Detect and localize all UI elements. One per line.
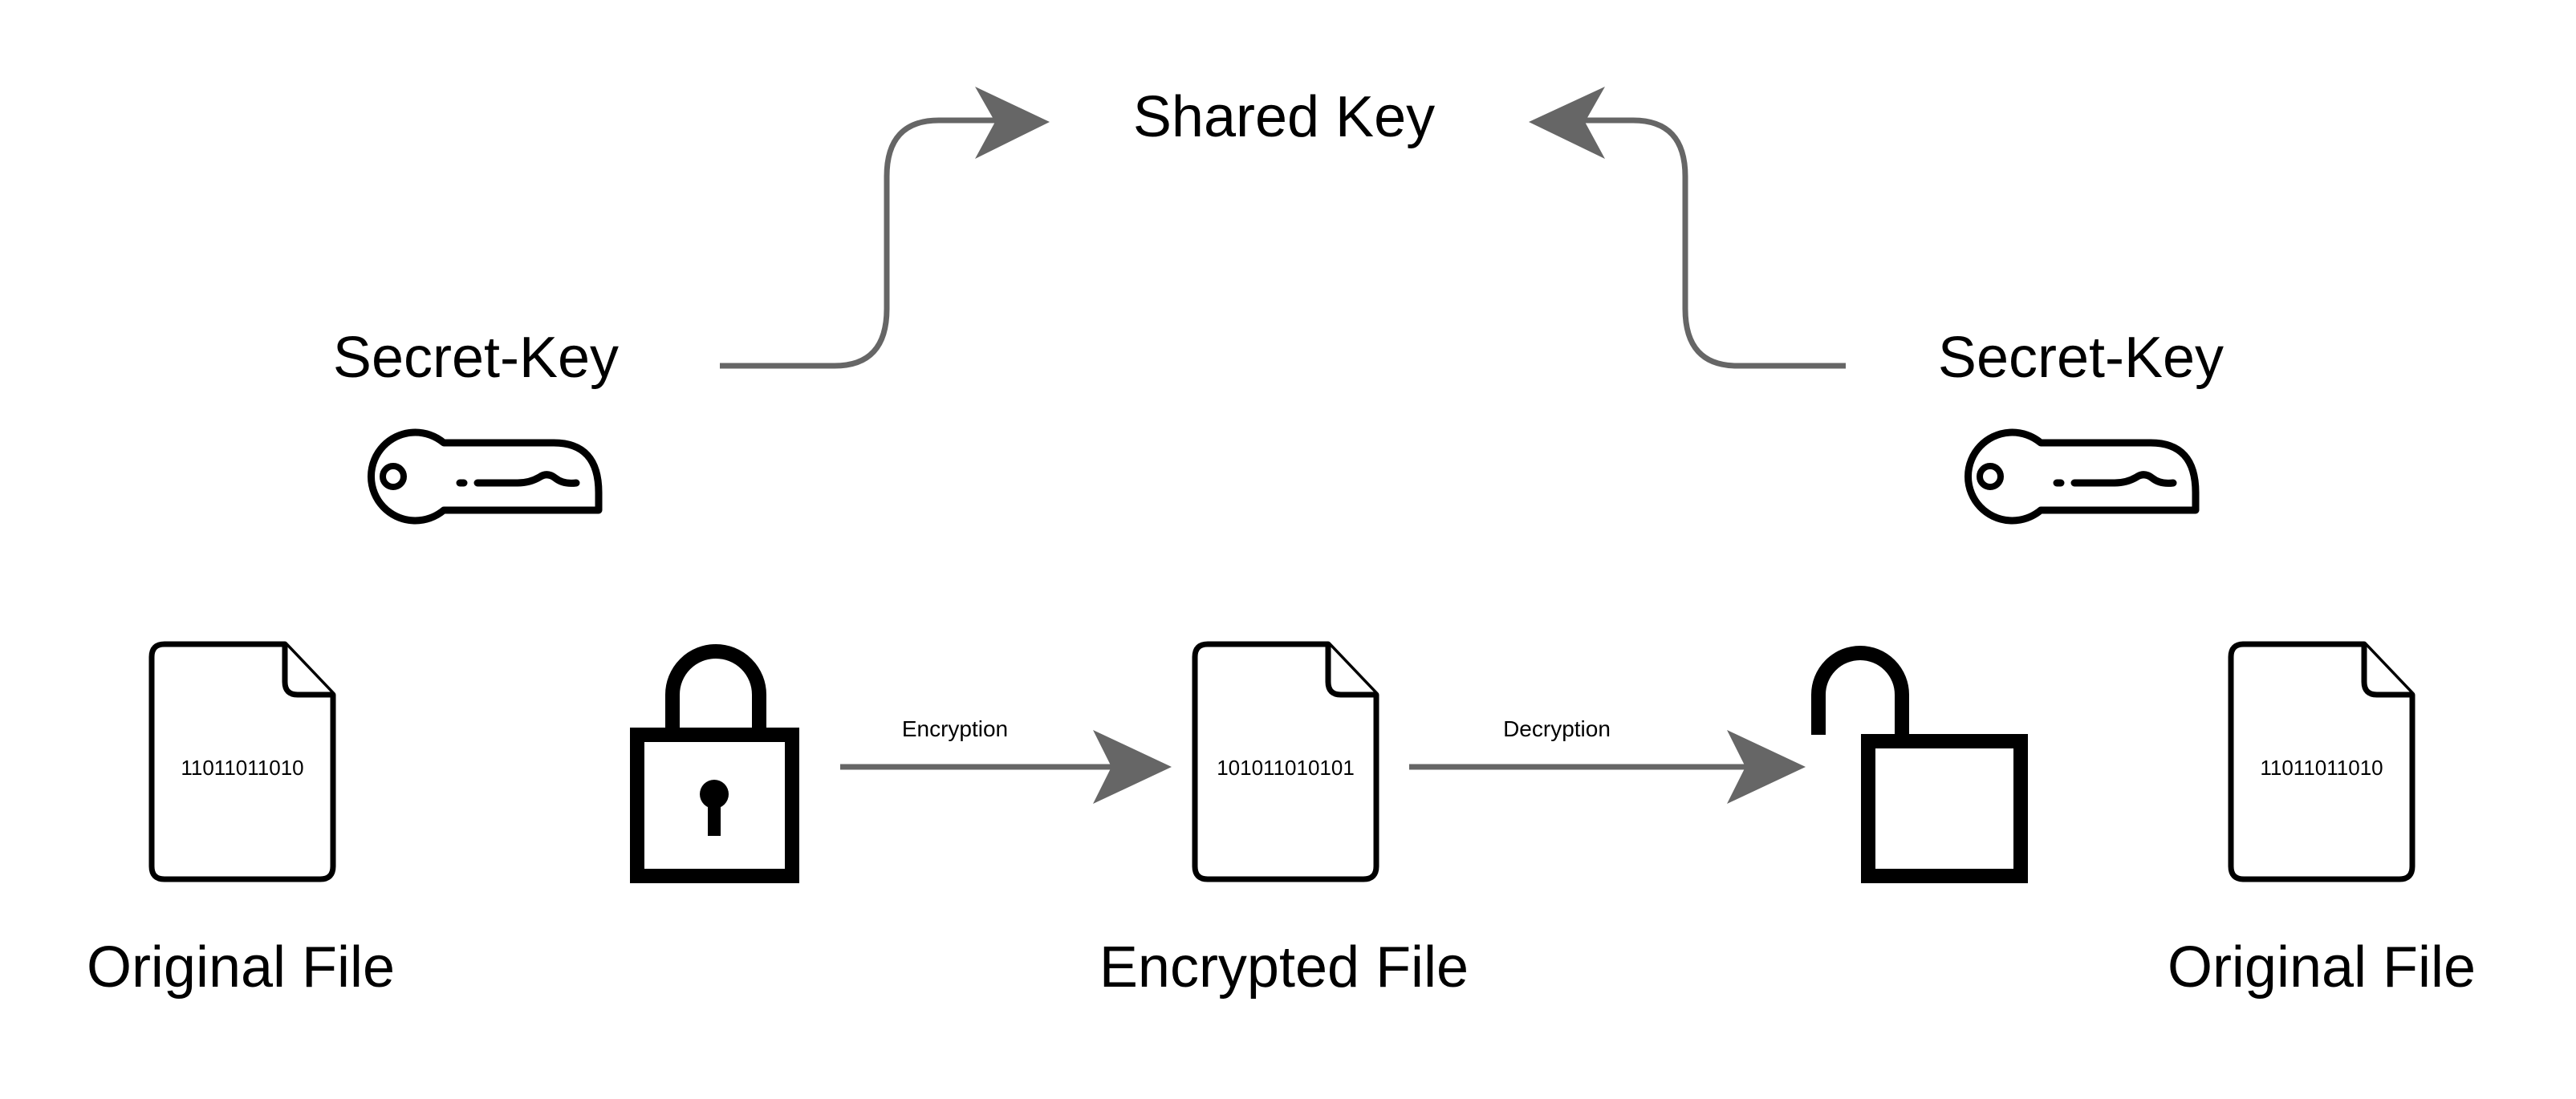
encrypted-file-label: Encrypted File [1099,935,1469,1000]
arrowhead-right-icon [1727,730,1806,804]
file-bits-text: 11011011010 [2260,756,2383,780]
original-file-left: 11011011010 [148,641,336,882]
document-icon [2228,641,2416,882]
file-bits-text: 11011011010 [181,756,303,780]
file-bits-text: 101011010101 [1217,756,1355,780]
encrypted-file: 101011010101 [1192,641,1379,882]
locked-padlock-icon [630,644,799,883]
key-icon [368,428,603,525]
document-icon [1192,641,1379,882]
original-file-label-left: Original File [87,935,395,1000]
key-icon [1965,428,2200,525]
original-file-right: 11011011010 [2228,641,2416,882]
right-secret-to-shared-connector [1529,87,1846,369]
arrowhead-right-icon [1093,730,1172,804]
decryption-label: Decryption [1503,716,1611,741]
encryption-arrow [840,730,1172,804]
left-secret-to-shared-connector [720,87,1050,369]
arrowhead-right-icon [975,87,1050,159]
shared-key-label: Shared Key [1133,85,1435,149]
secret-key-label-right: Secret-Key [1938,326,2224,390]
original-file-label-right: Original File [2168,935,2476,1000]
secret-key-label-left: Secret-Key [333,326,619,390]
unlocked-padlock-icon [1811,646,2028,883]
encryption-label: Encryption [902,716,1008,741]
arrowhead-left-icon [1529,87,1605,159]
decryption-arrow [1409,730,1806,804]
document-icon [148,641,336,882]
